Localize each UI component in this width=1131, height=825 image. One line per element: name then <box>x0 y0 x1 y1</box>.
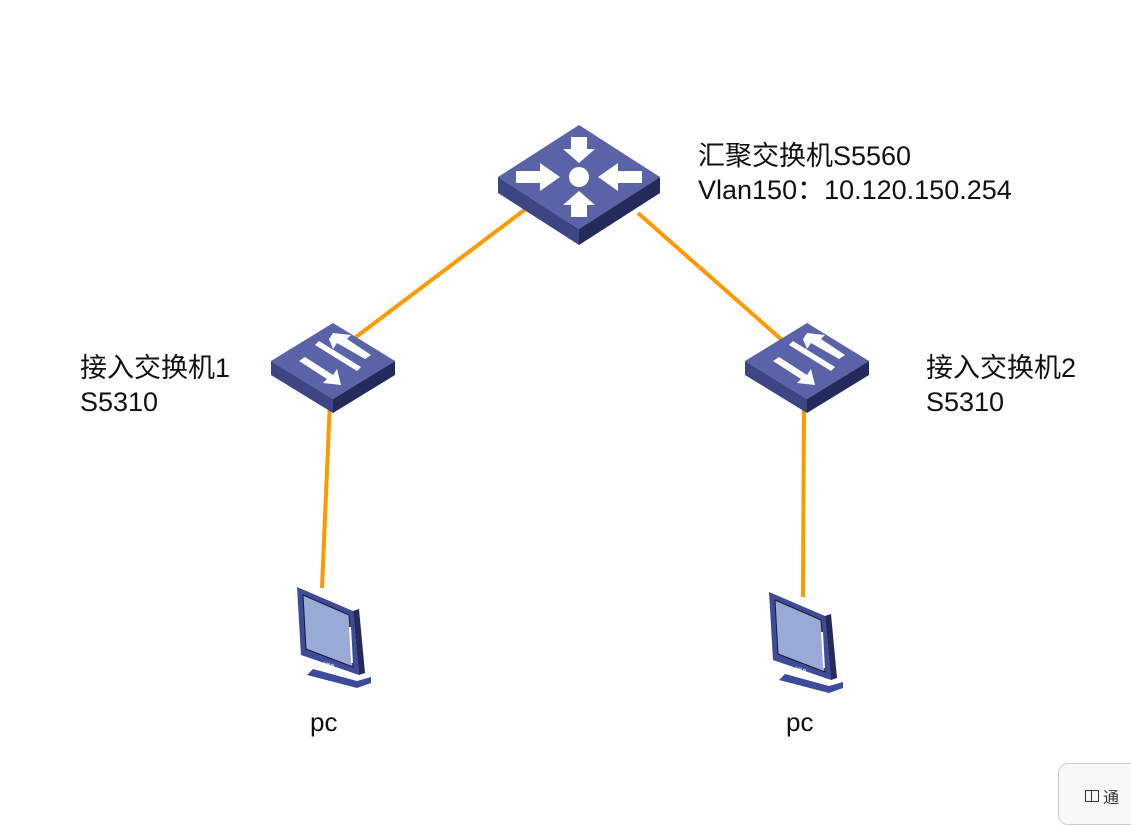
partial-popup[interactable]: 通 <box>1058 763 1131 825</box>
aggregation-switch[interactable] <box>498 125 660 245</box>
access-switch-2-name: 接入交换机2 <box>926 353 1077 383</box>
pc-2-monitor-icon: HMI <box>769 592 843 693</box>
pc-1-hmi-text: HMI <box>322 661 335 670</box>
access-switch-1-name: 接入交换机1 <box>80 353 231 383</box>
aggregation-switch-label: 汇聚交换机S5560 Vlan150：10.120.150.254 <box>698 139 1012 207</box>
aggregation-switch-vlan: Vlan150：10.120.150.254 <box>698 175 1012 205</box>
access-switch-2-icon <box>745 323 869 413</box>
access-switch-1[interactable] <box>271 323 395 413</box>
link-core-acc2 <box>636 211 784 342</box>
link-layer <box>320 206 806 598</box>
access-switch-1-model: S5310 <box>80 387 159 417</box>
pc-2[interactable]: HMI <box>765 590 845 695</box>
link-core-acc1 <box>350 206 529 342</box>
link-acc1-pc1 <box>320 399 332 589</box>
pc-2-label: pc <box>786 707 814 737</box>
pc-1-label: pc <box>310 707 338 737</box>
access-switch-2-model: S5310 <box>926 387 1005 417</box>
access-switch-2[interactable] <box>745 323 869 413</box>
link-acc2-pc2 <box>801 399 806 598</box>
popup-partial-text: 通 <box>1103 790 1120 807</box>
access-switch-1-icon <box>271 323 395 413</box>
window-icon <box>1085 790 1099 802</box>
aggregation-switch-name: 汇聚交换机S5560 <box>698 141 912 171</box>
aggregation-switch-icon <box>498 125 660 245</box>
pc-1[interactable]: HMI <box>293 585 373 690</box>
pc-1-monitor-icon: HMI <box>297 587 371 688</box>
access-switch-2-label: 接入交换机2 S5310 <box>926 351 1076 419</box>
access-switch-1-label: 接入交换机1 S5310 <box>80 351 230 419</box>
pc-2-hmi-text: HMI <box>794 666 807 675</box>
